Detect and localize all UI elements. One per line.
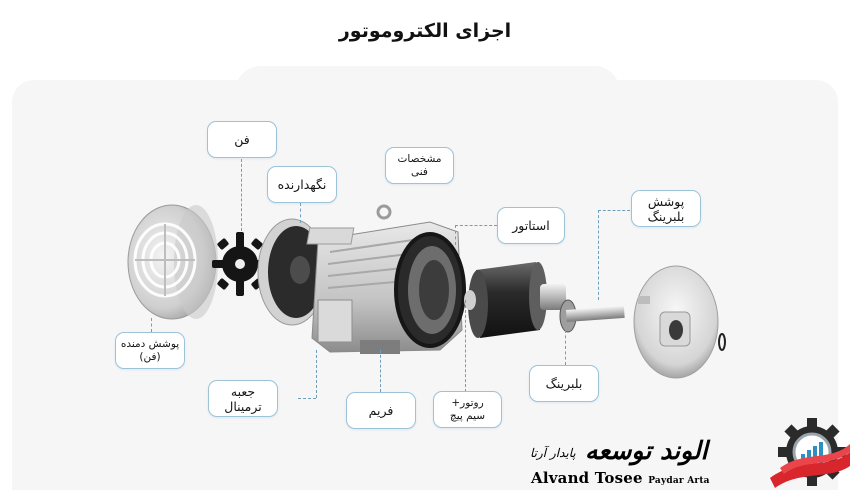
bearing-cover-part bbox=[633, 265, 726, 379]
retainer-leader bbox=[300, 203, 301, 223]
fan-cover-leader bbox=[151, 318, 152, 332]
fan-cover-part bbox=[127, 204, 218, 320]
diagram-title: اجزای الکتروموتور bbox=[338, 20, 512, 42]
fan-part bbox=[212, 232, 268, 296]
logo-name-fa: الوند توسعه bbox=[585, 436, 708, 465]
label-frame: فریم bbox=[346, 392, 416, 429]
terminal-box-leader-v bbox=[316, 350, 317, 398]
rotor-leader bbox=[465, 300, 466, 392]
retainer-part bbox=[257, 218, 327, 326]
label-bearing: بلبرینگ bbox=[529, 365, 599, 402]
stator-leader-h bbox=[455, 225, 497, 226]
stator-leader-v bbox=[455, 225, 456, 245]
label-rotor-winding: روتور+سیم پیچ bbox=[433, 391, 502, 428]
frame-leader bbox=[380, 350, 381, 392]
frame-part bbox=[306, 204, 466, 354]
logo-name-en: Alvand Tosee Paydar Arta bbox=[531, 469, 710, 487]
label-fan-cover: پوشش دمنده(فن) bbox=[115, 332, 185, 369]
terminal-box-leader-h bbox=[298, 398, 316, 399]
bearing-cover-leader-v bbox=[598, 210, 599, 300]
rotor-part bbox=[464, 262, 625, 338]
fan-leader bbox=[241, 159, 242, 231]
label-stator: استاتور bbox=[497, 207, 565, 244]
bearing-leader bbox=[565, 330, 566, 365]
logo-sub-fa: پایدار آرتا bbox=[530, 446, 576, 460]
label-retainer: نگهدارنده bbox=[267, 166, 337, 203]
bearing-cover-leader-h bbox=[598, 210, 630, 211]
label-fan: فن bbox=[207, 121, 277, 158]
